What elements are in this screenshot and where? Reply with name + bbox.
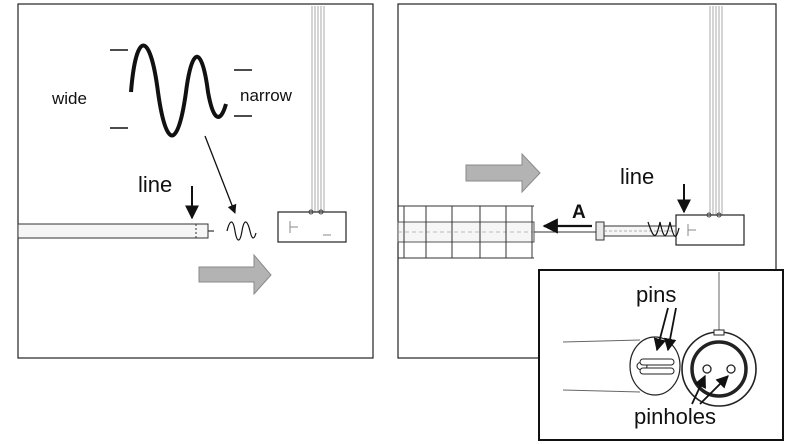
left-panel-frame: [17, 3, 374, 359]
wide-label: wide: [51, 89, 87, 108]
right-line-label: line: [620, 164, 654, 189]
left-panel: line wide narrow: [17, 3, 374, 359]
right-motor-housing: [675, 212, 745, 246]
pins-arrow-2: [663, 307, 677, 352]
pinholes-arrow-1: [691, 374, 706, 405]
pinhole-icon: [702, 364, 712, 374]
pin-icon: [639, 358, 675, 366]
tube-end: [562, 336, 681, 396]
wave-dashes: [110, 49, 252, 129]
right-roller-tube: [397, 221, 596, 243]
small-wave-icon: [226, 221, 257, 241]
line-label: line: [138, 172, 172, 197]
narrow-label: narrow: [240, 86, 293, 105]
right-ceiling-cables: [709, 6, 723, 215]
spring-icon: [647, 221, 680, 237]
pinholes-label: pinholes: [634, 404, 716, 429]
pins-label: pins: [636, 282, 676, 307]
left-roller-tube: [17, 223, 214, 239]
left-direction-arrow: [198, 253, 272, 296]
label-a: A: [572, 202, 586, 223]
pins-arrow-1: [653, 307, 669, 352]
big-wave-icon: [129, 43, 228, 138]
left-motor-housing: [277, 209, 347, 243]
pinholes-arrow-2: [699, 375, 729, 405]
right-shaft: [595, 221, 680, 241]
blind-grid: [398, 205, 534, 259]
pins-inset: pins pinholes: [538, 269, 784, 441]
left-ceiling-cables: [311, 6, 325, 212]
wave-pointer-arrow: [204, 135, 237, 214]
right-direction-arrow: [465, 152, 541, 194]
